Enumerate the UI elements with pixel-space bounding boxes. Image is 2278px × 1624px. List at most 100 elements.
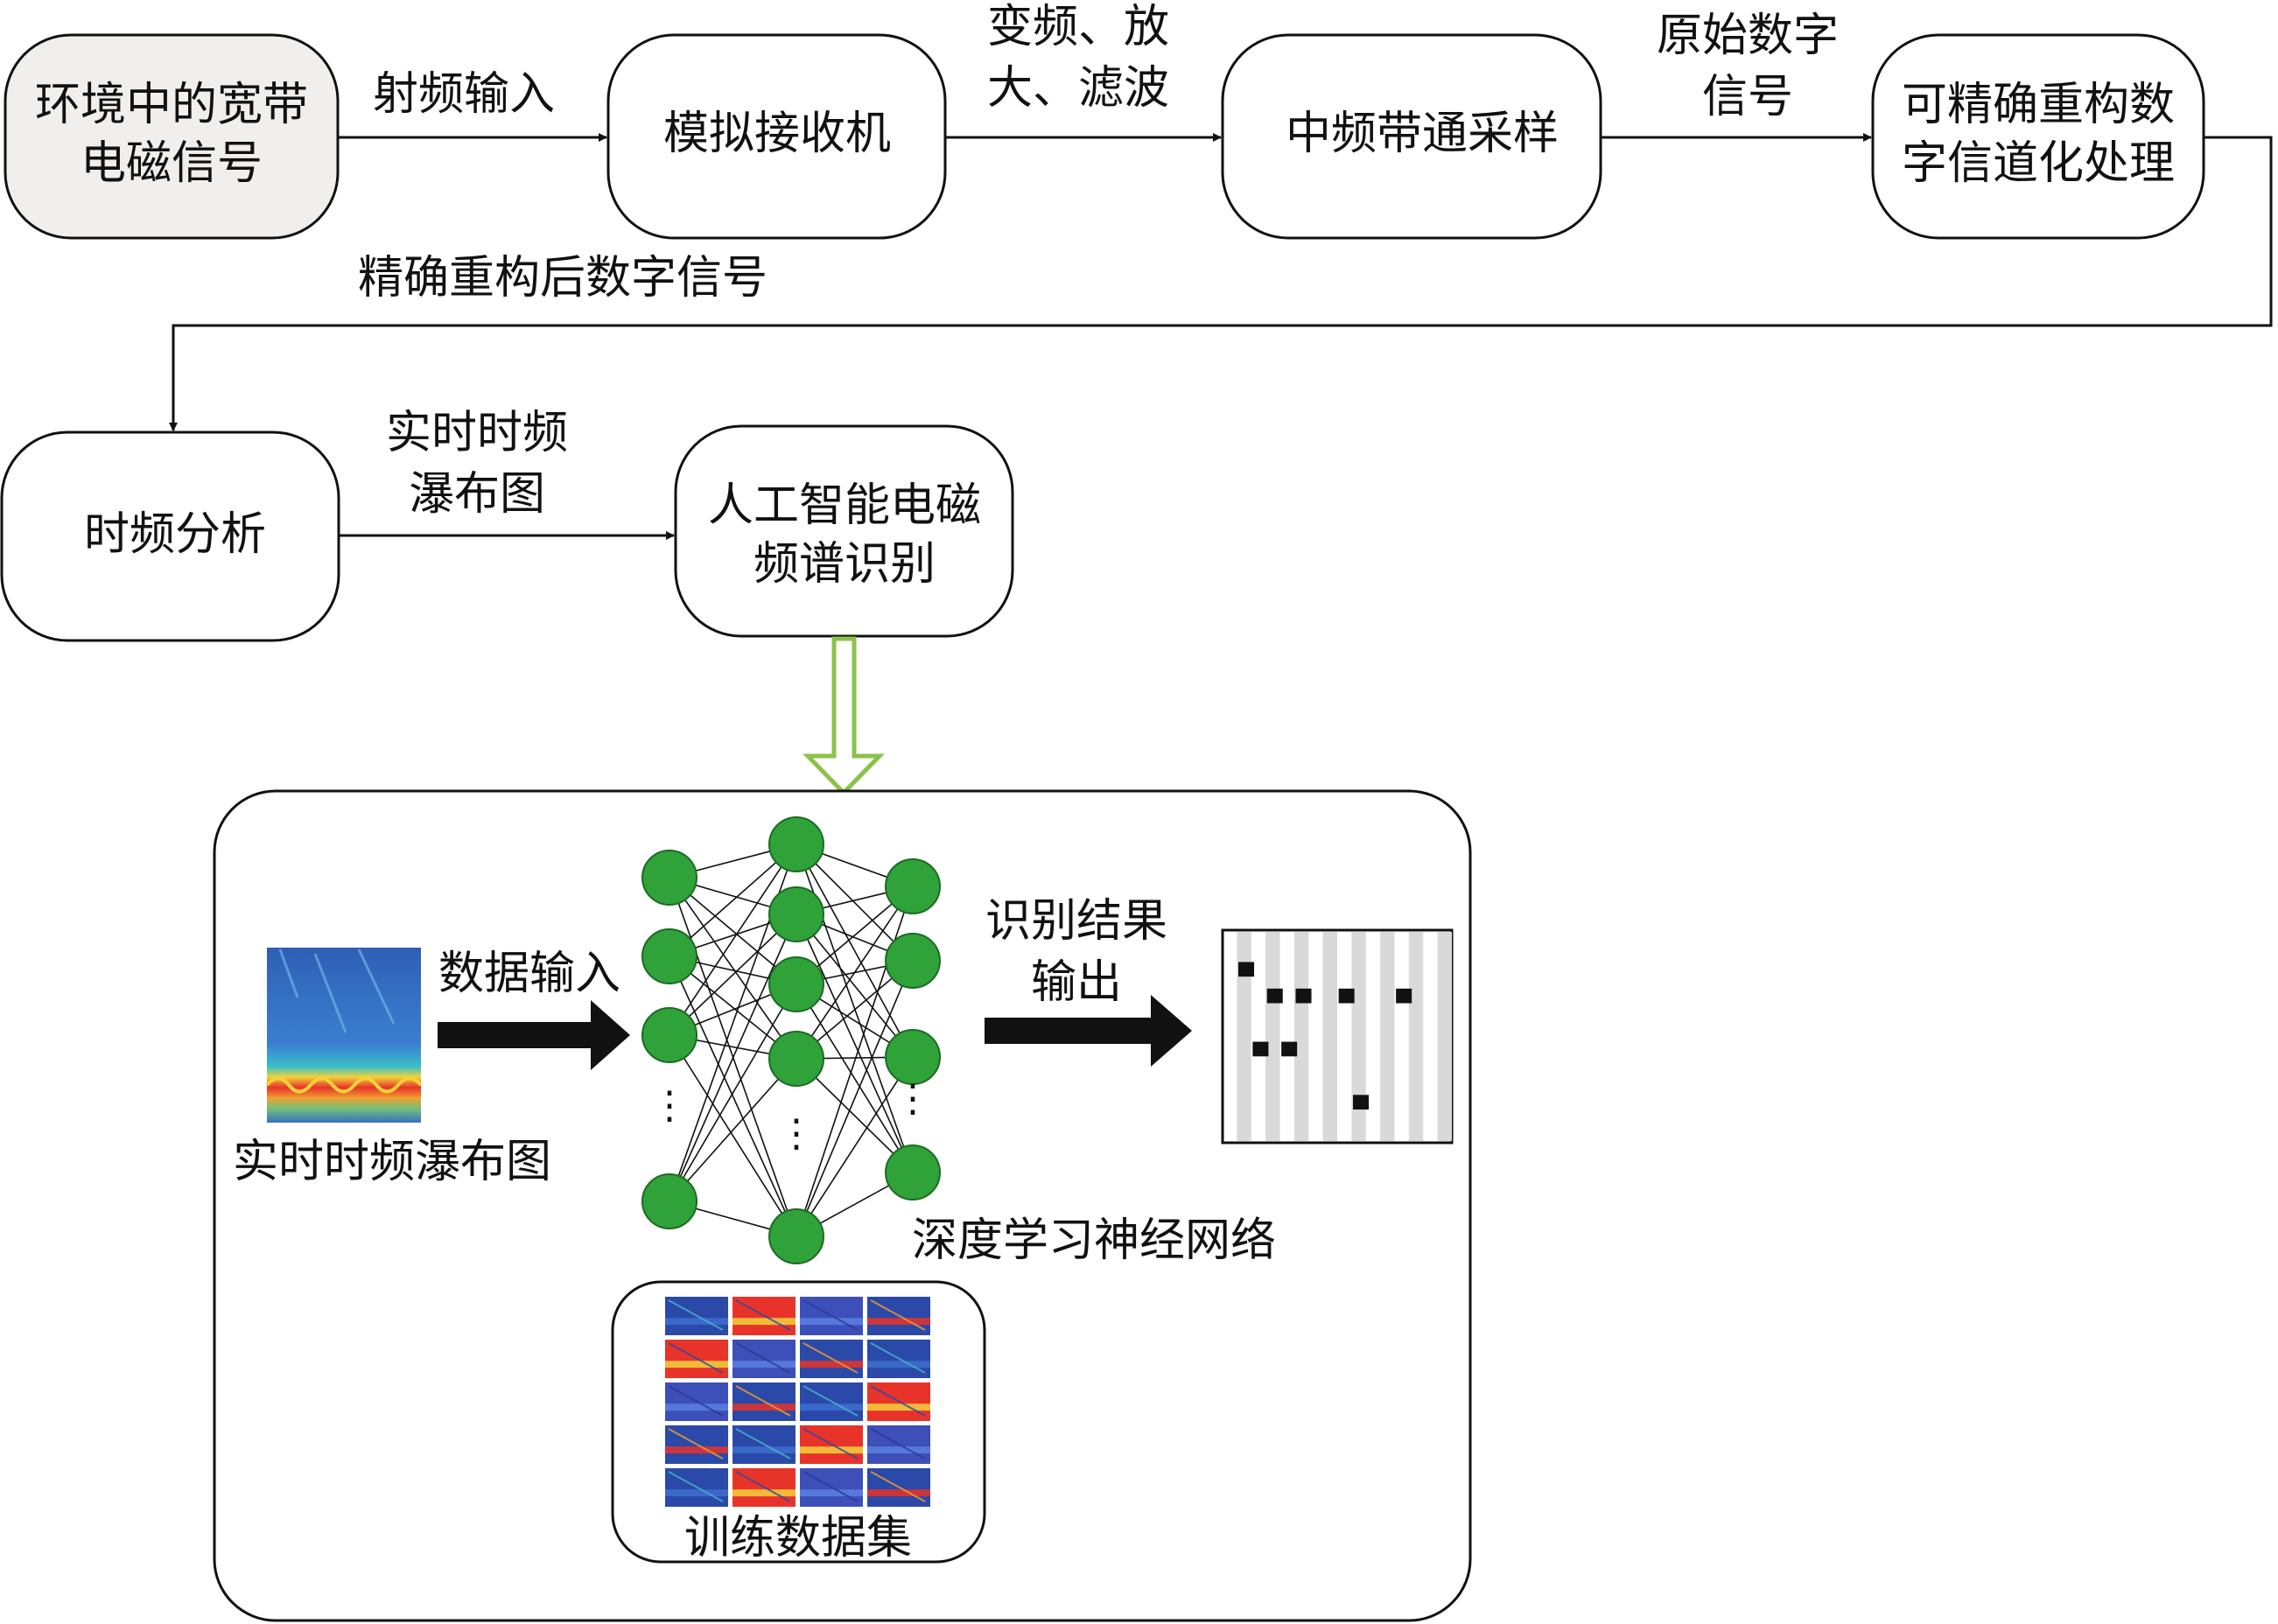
network-edge	[669, 1034, 797, 1237]
training-tile-band	[732, 1404, 796, 1411]
training-tile-trace	[668, 1428, 724, 1460]
neuron	[885, 933, 941, 989]
data-input-label: 数据输入	[438, 948, 620, 1000]
training-tile-trace	[870, 1428, 926, 1460]
network-edge	[669, 984, 797, 1202]
result-output-arrow	[985, 995, 1192, 1067]
result-grid	[1221, 928, 1454, 1144]
neuron	[768, 886, 824, 942]
edge-rf-input: 射频输入	[338, 68, 607, 142]
training-dataset: 训练数据集	[611, 1280, 986, 1564]
training-tile-trace	[735, 1385, 791, 1417]
node-env-signal-line2: 电磁信号	[81, 137, 263, 190]
detail-panel: 实时时频瀑布图 数据输入 ⋮⋮⋮ 深度学习神经网络 识别结果 输出 训练数据集	[213, 789, 1472, 1622]
neuron	[768, 1208, 824, 1264]
training-tile-trace	[735, 1428, 791, 1460]
training-tile-trace	[803, 1428, 859, 1460]
training-tile-band	[867, 1489, 930, 1497]
training-caption: 训练数据集	[684, 1512, 912, 1564]
node-env-signal-line1: 环境中的宽带	[35, 79, 308, 131]
training-tile-trace	[803, 1385, 859, 1417]
result-grid-mark	[1252, 1041, 1269, 1057]
result-grid-stripe	[1408, 932, 1424, 1141]
node-ai-recognition-line2: 频谱识别	[753, 538, 936, 591]
result-grid-mark	[1238, 962, 1255, 977]
neuron	[885, 858, 941, 914]
result-grid-mark	[1281, 1041, 1298, 1057]
training-tile-trace	[870, 1299, 926, 1331]
training-tile-band	[800, 1361, 863, 1368]
network-edge	[796, 844, 914, 1058]
result-grid-mark	[1396, 988, 1412, 1004]
node-channelization-line1: 可精确重构数	[1902, 79, 2175, 131]
neuron	[641, 850, 697, 906]
network-edge	[669, 914, 797, 1202]
edge-convert-line2: 大、滤波	[987, 62, 1169, 115]
training-tile-band	[732, 1446, 796, 1454]
edge-reconstructed-label: 精确重构后数字信号	[358, 252, 768, 304]
training-tile-band	[800, 1404, 863, 1411]
waterfall-caption: 实时时频瀑布图	[233, 1136, 551, 1188]
neuron	[885, 1029, 941, 1085]
node-if-sampling-label: 中频带通采样	[1286, 108, 1559, 160]
training-tile-trace	[870, 1342, 926, 1374]
result-grid-stripe	[1380, 932, 1395, 1141]
network-edge	[669, 844, 797, 1036]
neuron	[768, 1031, 824, 1087]
result-grid-stripe	[1322, 932, 1337, 1141]
training-tile-band	[800, 1489, 863, 1497]
result-output-line2: 输出	[1031, 956, 1122, 1009]
node-tf-analysis-label: 时频分析	[84, 508, 266, 561]
data-input-arrow	[438, 1000, 630, 1070]
neuron	[768, 816, 824, 872]
result-grid-stripe	[1293, 932, 1309, 1141]
network-edge	[796, 886, 914, 1060]
result-grid-stripe	[1237, 932, 1251, 1141]
training-tile-trace	[668, 1342, 724, 1374]
training-tile-trace	[803, 1342, 859, 1374]
training-tile-band	[800, 1318, 863, 1326]
result-output-line1: 识别结果	[985, 895, 1167, 948]
edge-raw-digital-line1: 原始数字	[1657, 10, 1839, 62]
neuron	[641, 1007, 697, 1063]
node-tf-analysis: 时频分析	[0, 430, 340, 642]
edge-waterfall-line2: 瀑布图	[409, 468, 545, 521]
waterfall-thumbnail	[265, 948, 423, 1123]
node-ai-recognition: 人工智能电磁 频谱识别	[674, 424, 1014, 638]
training-tile-band	[800, 1446, 863, 1454]
neuron	[885, 1144, 941, 1200]
node-if-sampling: 中频带通采样	[1221, 33, 1602, 240]
layer-ellipsis: ⋮	[894, 1076, 932, 1121]
training-tile-band	[867, 1446, 930, 1454]
training-tile-band	[732, 1361, 796, 1368]
edge-raw-digital-line2: 信号	[1702, 71, 1793, 123]
node-ai-recognition-line1: 人工智能电磁	[708, 480, 981, 532]
neural-network: ⋮⋮⋮	[641, 816, 941, 1264]
training-tile-trace	[735, 1342, 791, 1374]
training-tile-trace	[668, 1471, 724, 1502]
network-edge	[796, 914, 914, 1173]
training-tile-band	[732, 1489, 796, 1497]
node-channelization-line2: 字信道化处理	[1902, 137, 2175, 190]
layer-ellipsis: ⋮	[777, 1111, 816, 1156]
edge-waterfall: 实时时频 瀑布图	[339, 407, 675, 540]
result-grid-mark	[1266, 988, 1283, 1004]
network-edge	[669, 877, 797, 1060]
network-edge	[796, 1056, 914, 1237]
training-tile-band	[665, 1361, 728, 1368]
training-tile-trace	[735, 1299, 791, 1331]
training-tile-band	[867, 1361, 930, 1368]
neuron	[768, 956, 824, 1012]
training-tile-trace	[803, 1471, 859, 1502]
training-tile-band	[665, 1489, 728, 1497]
training-tile-band	[665, 1446, 728, 1454]
network-caption: 深度学习神经网络	[912, 1214, 1276, 1267]
training-tile-trace	[870, 1385, 926, 1417]
edge-convert-line1: 变频、放	[987, 1, 1169, 53]
result-grid-stripe	[1437, 932, 1452, 1141]
node-env-signal: 环境中的宽带 电磁信号	[4, 33, 340, 240]
network-edge	[669, 914, 797, 1036]
result-grid-stripe	[1351, 932, 1366, 1141]
network-edge	[796, 914, 914, 1058]
network-edge	[669, 1058, 797, 1202]
